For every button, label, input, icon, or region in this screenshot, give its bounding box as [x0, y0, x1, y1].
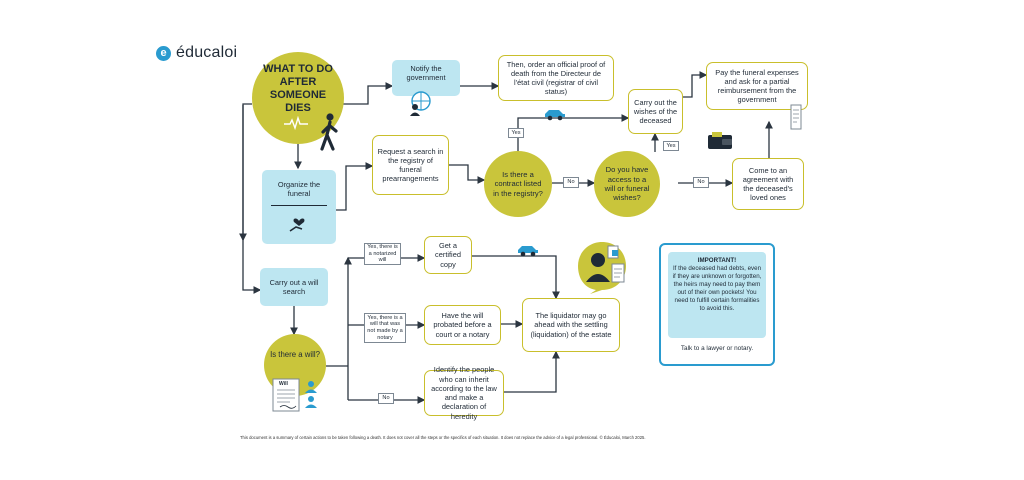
- important-notice: IMPORTANT! If the deceased had debts, ev…: [659, 243, 775, 366]
- organize-label: Organize the funeral: [277, 180, 321, 199]
- access-label: Do you have access to a will or funeral …: [604, 165, 650, 203]
- car-icon: [543, 108, 567, 121]
- agreement-label: Come to an agreement with the deceased's…: [742, 165, 794, 203]
- proof-label: Then, order an official proof of death f…: [506, 59, 606, 97]
- identify-label: Identify the people who can inherit acco…: [431, 365, 497, 421]
- important-title: IMPORTANT!: [697, 257, 737, 264]
- organize-funeral-box: Organize the funeral: [262, 170, 336, 244]
- certified-copy-box: Get a certified copy: [424, 236, 472, 274]
- people-icon: [304, 380, 318, 410]
- person-walking-icon: [318, 113, 340, 153]
- request-search-box: Request a search in the registry of fune…: [372, 135, 449, 195]
- notarized-will-tag: Yes, there is a notarized will: [364, 243, 401, 265]
- yes-tag-contract: Yes: [508, 128, 524, 138]
- notify-label: Notify the government: [406, 64, 446, 83]
- proof-of-death-box: Then, order an official proof of death f…: [498, 55, 614, 101]
- heartbeat-icon: [283, 116, 309, 130]
- wallet-icon: [706, 131, 734, 151]
- logo-badge: e: [156, 45, 171, 61]
- will-document-icon: Will: [272, 378, 300, 412]
- contract-label: Is there a contract listed in the regist…: [493, 169, 543, 198]
- educaloi-logo: e éducaloi: [156, 44, 237, 62]
- will-search-label: Carry out a will search: [269, 277, 319, 296]
- globe-person-icon: [406, 90, 434, 116]
- access-question-node: Do you have access to a will or funeral …: [594, 151, 660, 217]
- carry-wishes-label: Carry out the wishes of the deceased: [633, 97, 678, 126]
- non-notary-will-tag: Yes, there is a will that was not made b…: [364, 313, 406, 343]
- probate-box: Have the will probated before a court or…: [424, 305, 501, 345]
- important-body-panel: IMPORTANT! If the deceased had debts, ev…: [668, 252, 766, 338]
- hand-heart-icon: [288, 213, 310, 233]
- contract-question-node: Is there a contract listed in the regist…: [484, 151, 552, 217]
- no-tag-access: No: [693, 177, 709, 188]
- no-will-tag: No: [378, 393, 394, 404]
- organize-divider: [271, 205, 327, 206]
- pay-label: Pay the funeral expenses and ask for a p…: [715, 67, 799, 105]
- logo-text: éducaloi: [176, 44, 238, 61]
- agreement-box: Come to an agreement with the deceased's…: [732, 158, 804, 210]
- liquidator-person-icon: [574, 238, 630, 294]
- will-question-label: Is there a will?: [270, 350, 320, 359]
- pay-expenses-box: Pay the funeral expenses and ask for a p…: [706, 62, 808, 110]
- liquidator-label: The liquidator may go ahead with the set…: [530, 311, 612, 339]
- will-document-label: Will: [279, 381, 288, 387]
- carry-wishes-box: Carry out the wishes of the deceased: [628, 89, 683, 134]
- identify-heirs-box: Identify the people who can inherit acco…: [424, 365, 504, 421]
- will-search-box: Carry out a will search: [260, 268, 328, 306]
- yes-tag-access: Yes: [663, 141, 679, 151]
- important-text: If the deceased had debts, even if they …: [672, 265, 762, 313]
- receipt-icon: [790, 104, 802, 130]
- car-icon: [516, 244, 540, 257]
- no-tag-contract: No: [563, 177, 579, 188]
- disclaimer-footer: This document is a summary of certain ac…: [240, 435, 646, 440]
- notify-government-box: Notify the government: [392, 60, 460, 96]
- probate-label: Have the will probated before a court or…: [433, 311, 492, 339]
- start-title: WHAT TO DO AFTER SOMEONE DIES: [263, 62, 333, 115]
- important-footer: Talk to a lawyer or notary.: [680, 345, 754, 352]
- request-label: Request a search in the registry of fune…: [377, 146, 444, 184]
- certified-label: Get a certified copy: [435, 241, 461, 269]
- liquidator-box: The liquidator may go ahead with the set…: [522, 298, 620, 352]
